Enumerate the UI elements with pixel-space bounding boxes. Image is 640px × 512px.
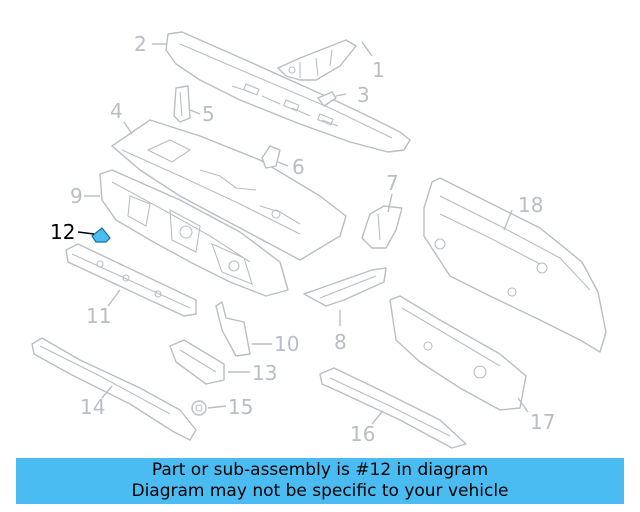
part-14-rail <box>31 337 197 441</box>
part-9-dash-panel <box>99 169 289 297</box>
leader-14 <box>101 385 113 399</box>
info-banner: Part or sub-assembly is #12 in diagram D… <box>16 458 624 504</box>
parts-diagram: 2 1 3 4 5 6 7 9 12 18 11 8 10 13 14 15 1… <box>31 31 607 449</box>
leader-1 <box>361 41 373 57</box>
part-18-dash-right <box>423 177 607 353</box>
leader-5 <box>189 109 201 115</box>
part-8-brace <box>303 267 387 307</box>
callout-8: 8 <box>334 330 347 354</box>
leader-6 <box>277 161 289 167</box>
leader-17 <box>517 397 529 413</box>
leader-15 <box>207 405 227 409</box>
part-13-bracket <box>169 339 225 385</box>
part-11-cross-member <box>65 243 197 317</box>
callout-2: 2 <box>134 32 147 56</box>
part-2-cowl-top <box>165 31 411 153</box>
leader-3 <box>335 93 347 97</box>
part-1-bracket <box>277 39 357 81</box>
leader-16 <box>371 411 383 425</box>
callout-1: 1 <box>372 58 385 82</box>
leader-7 <box>387 193 393 213</box>
leader-4 <box>123 121 133 135</box>
callout-7: 7 <box>386 171 399 195</box>
callout-17: 17 <box>530 410 555 434</box>
callout-16: 16 <box>350 422 375 446</box>
callout-9: 9 <box>70 184 83 208</box>
callout-3: 3 <box>357 83 370 107</box>
part-6-bracket <box>261 145 281 169</box>
leader-18 <box>503 209 513 231</box>
banner-line-2: Diagram may not be specific to your vehi… <box>131 481 509 501</box>
part-4-cowl-lower <box>111 119 347 261</box>
callout-11: 11 <box>86 304 111 328</box>
part-12-highlighted <box>91 227 111 243</box>
callout-13: 13 <box>252 361 277 385</box>
part-16-rail <box>319 367 467 449</box>
leader-11 <box>107 289 121 307</box>
callout-10: 10 <box>274 332 299 356</box>
callout-4: 4 <box>110 99 123 123</box>
callout-12: 12 <box>50 220 75 244</box>
part-5-bracket <box>173 85 191 123</box>
banner-line-1: Part or sub-assembly is #12 in diagram <box>151 460 489 480</box>
callout-5: 5 <box>202 102 215 126</box>
leader-12 <box>77 231 95 235</box>
part-3-clip <box>317 91 337 107</box>
callout-6: 6 <box>292 155 305 179</box>
callout-15: 15 <box>228 395 253 419</box>
part-17-lower-panel <box>389 295 527 411</box>
part-15-grommet <box>191 400 207 416</box>
part-7-support <box>361 205 403 249</box>
callout-14: 14 <box>80 395 105 419</box>
callout-18: 18 <box>518 193 543 217</box>
part-10-bracket <box>215 301 251 357</box>
